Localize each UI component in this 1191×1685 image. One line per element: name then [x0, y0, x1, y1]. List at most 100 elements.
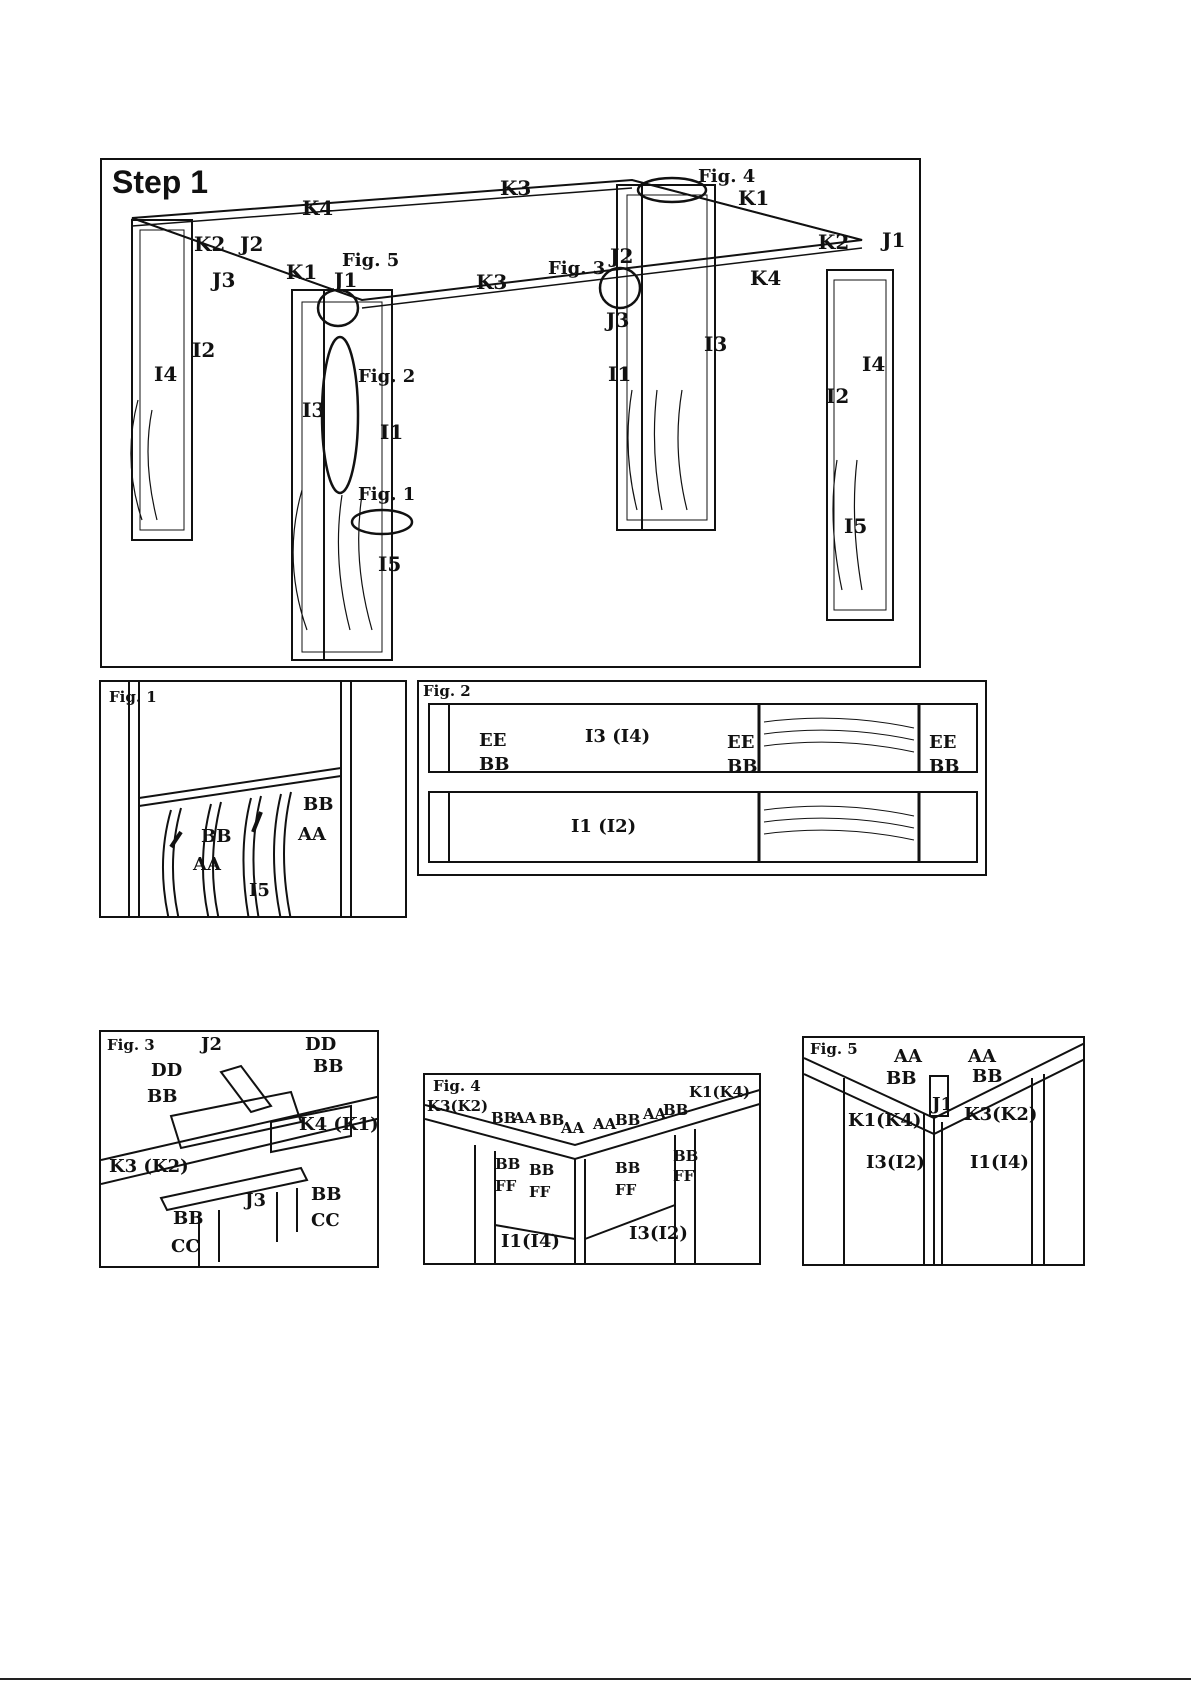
fig4-k1k4: K1(K4)	[689, 1083, 751, 1101]
fig4-k3k2: K3(K2)	[427, 1097, 489, 1115]
label-k1-left: K1	[286, 260, 318, 284]
fig5-aa-left: AA	[894, 1046, 922, 1067]
fig4-bb-l: BB	[495, 1155, 521, 1173]
fig5-title: Fig. 5	[810, 1040, 858, 1058]
fig3-bb-low-right: BB	[311, 1184, 342, 1205]
fig5-k1k4: K1(K4)	[848, 1110, 922, 1131]
fig5-k3k2: K3(K2)	[964, 1104, 1038, 1125]
label-i1-right: I1	[608, 362, 632, 386]
label-j3-left: J3	[212, 268, 236, 292]
label-i5-mid: I5	[378, 552, 402, 576]
fig2-panel: Fig. 2 I3 (I4) I1 (I2) EE BB EE BB EE BB	[417, 680, 987, 876]
fig3-j2: J2	[201, 1034, 223, 1055]
fig3-bb-right-top: BB	[313, 1056, 344, 1077]
label-i3-right: I3	[704, 332, 728, 356]
fig2-bb-2: BB	[727, 756, 758, 777]
label-i5-right: I5	[844, 514, 868, 538]
fig3-panel: Fig. 3 J2 DD BB DD BB K4 (K1) K3 (K2) J3…	[99, 1030, 379, 1268]
fig4-aa-2: AA	[561, 1119, 585, 1137]
step1-panel: Step 1 Fig. 4 K1 K4 K3 K2 J2 J3 K1 Fig. …	[100, 158, 921, 668]
fig4-title: Fig. 4	[433, 1077, 481, 1095]
fig3-bb-left-top: BB	[147, 1086, 178, 1107]
label-fig2: Fig. 2	[358, 366, 416, 387]
label-j2-right: J2	[610, 244, 634, 268]
label-i1-mid: I1	[380, 420, 404, 444]
fig3-j3: J3	[245, 1190, 267, 1211]
fig1-aa-left: AA	[193, 854, 221, 875]
fig4-ff-r2: FF	[673, 1167, 695, 1185]
fig3-cc-left: CC	[171, 1236, 200, 1257]
fig1-drawing	[128, 682, 352, 916]
fig5-i3i2: I3(I2)	[866, 1152, 925, 1173]
label-i4-right: I4	[862, 352, 886, 376]
label-j1-left: J1	[334, 268, 358, 292]
fig5-bb-right: BB	[972, 1066, 1003, 1087]
label-i4-left: I4	[154, 362, 178, 386]
fig2-top-panel-label: I3 (I4)	[585, 726, 651, 747]
fig4-bb-3: BB	[615, 1111, 641, 1129]
label-j2-left: J2	[240, 232, 264, 256]
fig3-k4k1: K4 (K1)	[299, 1114, 379, 1135]
fig3-drawing	[101, 1064, 377, 1266]
fig4-bb-r2: BB	[673, 1147, 699, 1165]
bottom-rule	[0, 1678, 1191, 1680]
fig4-bb-r: BB	[615, 1159, 641, 1177]
fig2-ee-2: EE	[727, 732, 755, 753]
fig3-cc-right: CC	[311, 1210, 340, 1231]
fig4-bb-l2: BB	[529, 1161, 555, 1179]
fig5-aa-right: AA	[968, 1046, 996, 1067]
fig2-bb-1: BB	[479, 754, 510, 775]
label-k2-left: K2	[194, 232, 226, 256]
label-k4-right: K4	[750, 266, 782, 290]
label-k1-top: K1	[738, 186, 770, 210]
fig1-i5: I5	[249, 880, 270, 901]
label-j3-right: J3	[606, 308, 630, 332]
fig2-ee-1: EE	[479, 730, 507, 751]
fig3-dd-left: DD	[151, 1060, 183, 1081]
step-title: Step 1	[112, 164, 209, 200]
fig3-dd-right: DD	[305, 1034, 337, 1055]
fig1-panel: Fig. 1 BB AA BB AA I5	[99, 680, 407, 918]
fig5-bb-left: BB	[886, 1068, 917, 1089]
fig4-aa-4: AA	[643, 1105, 667, 1123]
fig4-ff-l: FF	[495, 1177, 517, 1195]
fig1-title: Fig. 1	[109, 688, 157, 706]
label-i3-mid: I3	[302, 398, 326, 422]
fig4-panel: Fig. 4 K1(K4) K3(K2) BB AA BB AA AA BB A…	[423, 1073, 761, 1265]
fig2-bb-3: BB	[929, 756, 960, 777]
fig4-i1i4: I1(I4)	[501, 1231, 560, 1252]
label-fig3: Fig. 3	[548, 258, 606, 279]
fig4-bb-1: BB	[491, 1109, 517, 1127]
fig4-ff-r: FF	[615, 1181, 637, 1199]
fig3-title: Fig. 3	[107, 1036, 155, 1054]
fig1-bb-right: BB	[303, 794, 334, 815]
label-fig1: Fig. 1	[358, 484, 416, 505]
fig4-bb-4: BB	[663, 1101, 689, 1119]
gazebo-frame-drawing	[130, 176, 894, 661]
fig1-aa-right: AA	[298, 824, 326, 845]
label-i2-left: I2	[192, 338, 216, 362]
fig4-drawing	[425, 1089, 759, 1263]
fig5-panel: Fig. 5 AA AA BB BB J1 K1(K4) K3(K2) I3(I…	[802, 1036, 1085, 1266]
label-k2-right: K2	[818, 230, 850, 254]
fig4-aa-1: AA	[513, 1109, 537, 1127]
label-i2-right: I2	[826, 384, 850, 408]
label-fig5: Fig. 5	[342, 250, 400, 271]
fig3-k3k2: K3 (K2)	[109, 1156, 189, 1177]
fig5-j1: J1	[932, 1094, 954, 1115]
fig2-ee-3: EE	[929, 732, 957, 753]
label-fig4: Fig. 4	[698, 166, 756, 187]
fig2-drawing	[428, 703, 978, 863]
fig5-drawing	[804, 1042, 1083, 1264]
fig2-title: Fig. 2	[423, 682, 471, 700]
fig4-bb-2: BB	[539, 1111, 565, 1129]
fig4-ff-l2: FF	[529, 1183, 551, 1201]
fig5-i1i4: I1(I4)	[970, 1152, 1029, 1173]
label-k3-top: K3	[500, 176, 532, 200]
label-k4-top: K4	[302, 196, 334, 220]
fig2-bottom-panel-label: I1 (I2)	[571, 816, 637, 837]
fig4-i3i2: I3(I2)	[629, 1223, 688, 1244]
fig4-aa-3: AA	[593, 1115, 617, 1133]
fig3-bb-low-left: BB	[173, 1208, 204, 1229]
label-k3-mid: K3	[476, 270, 508, 294]
